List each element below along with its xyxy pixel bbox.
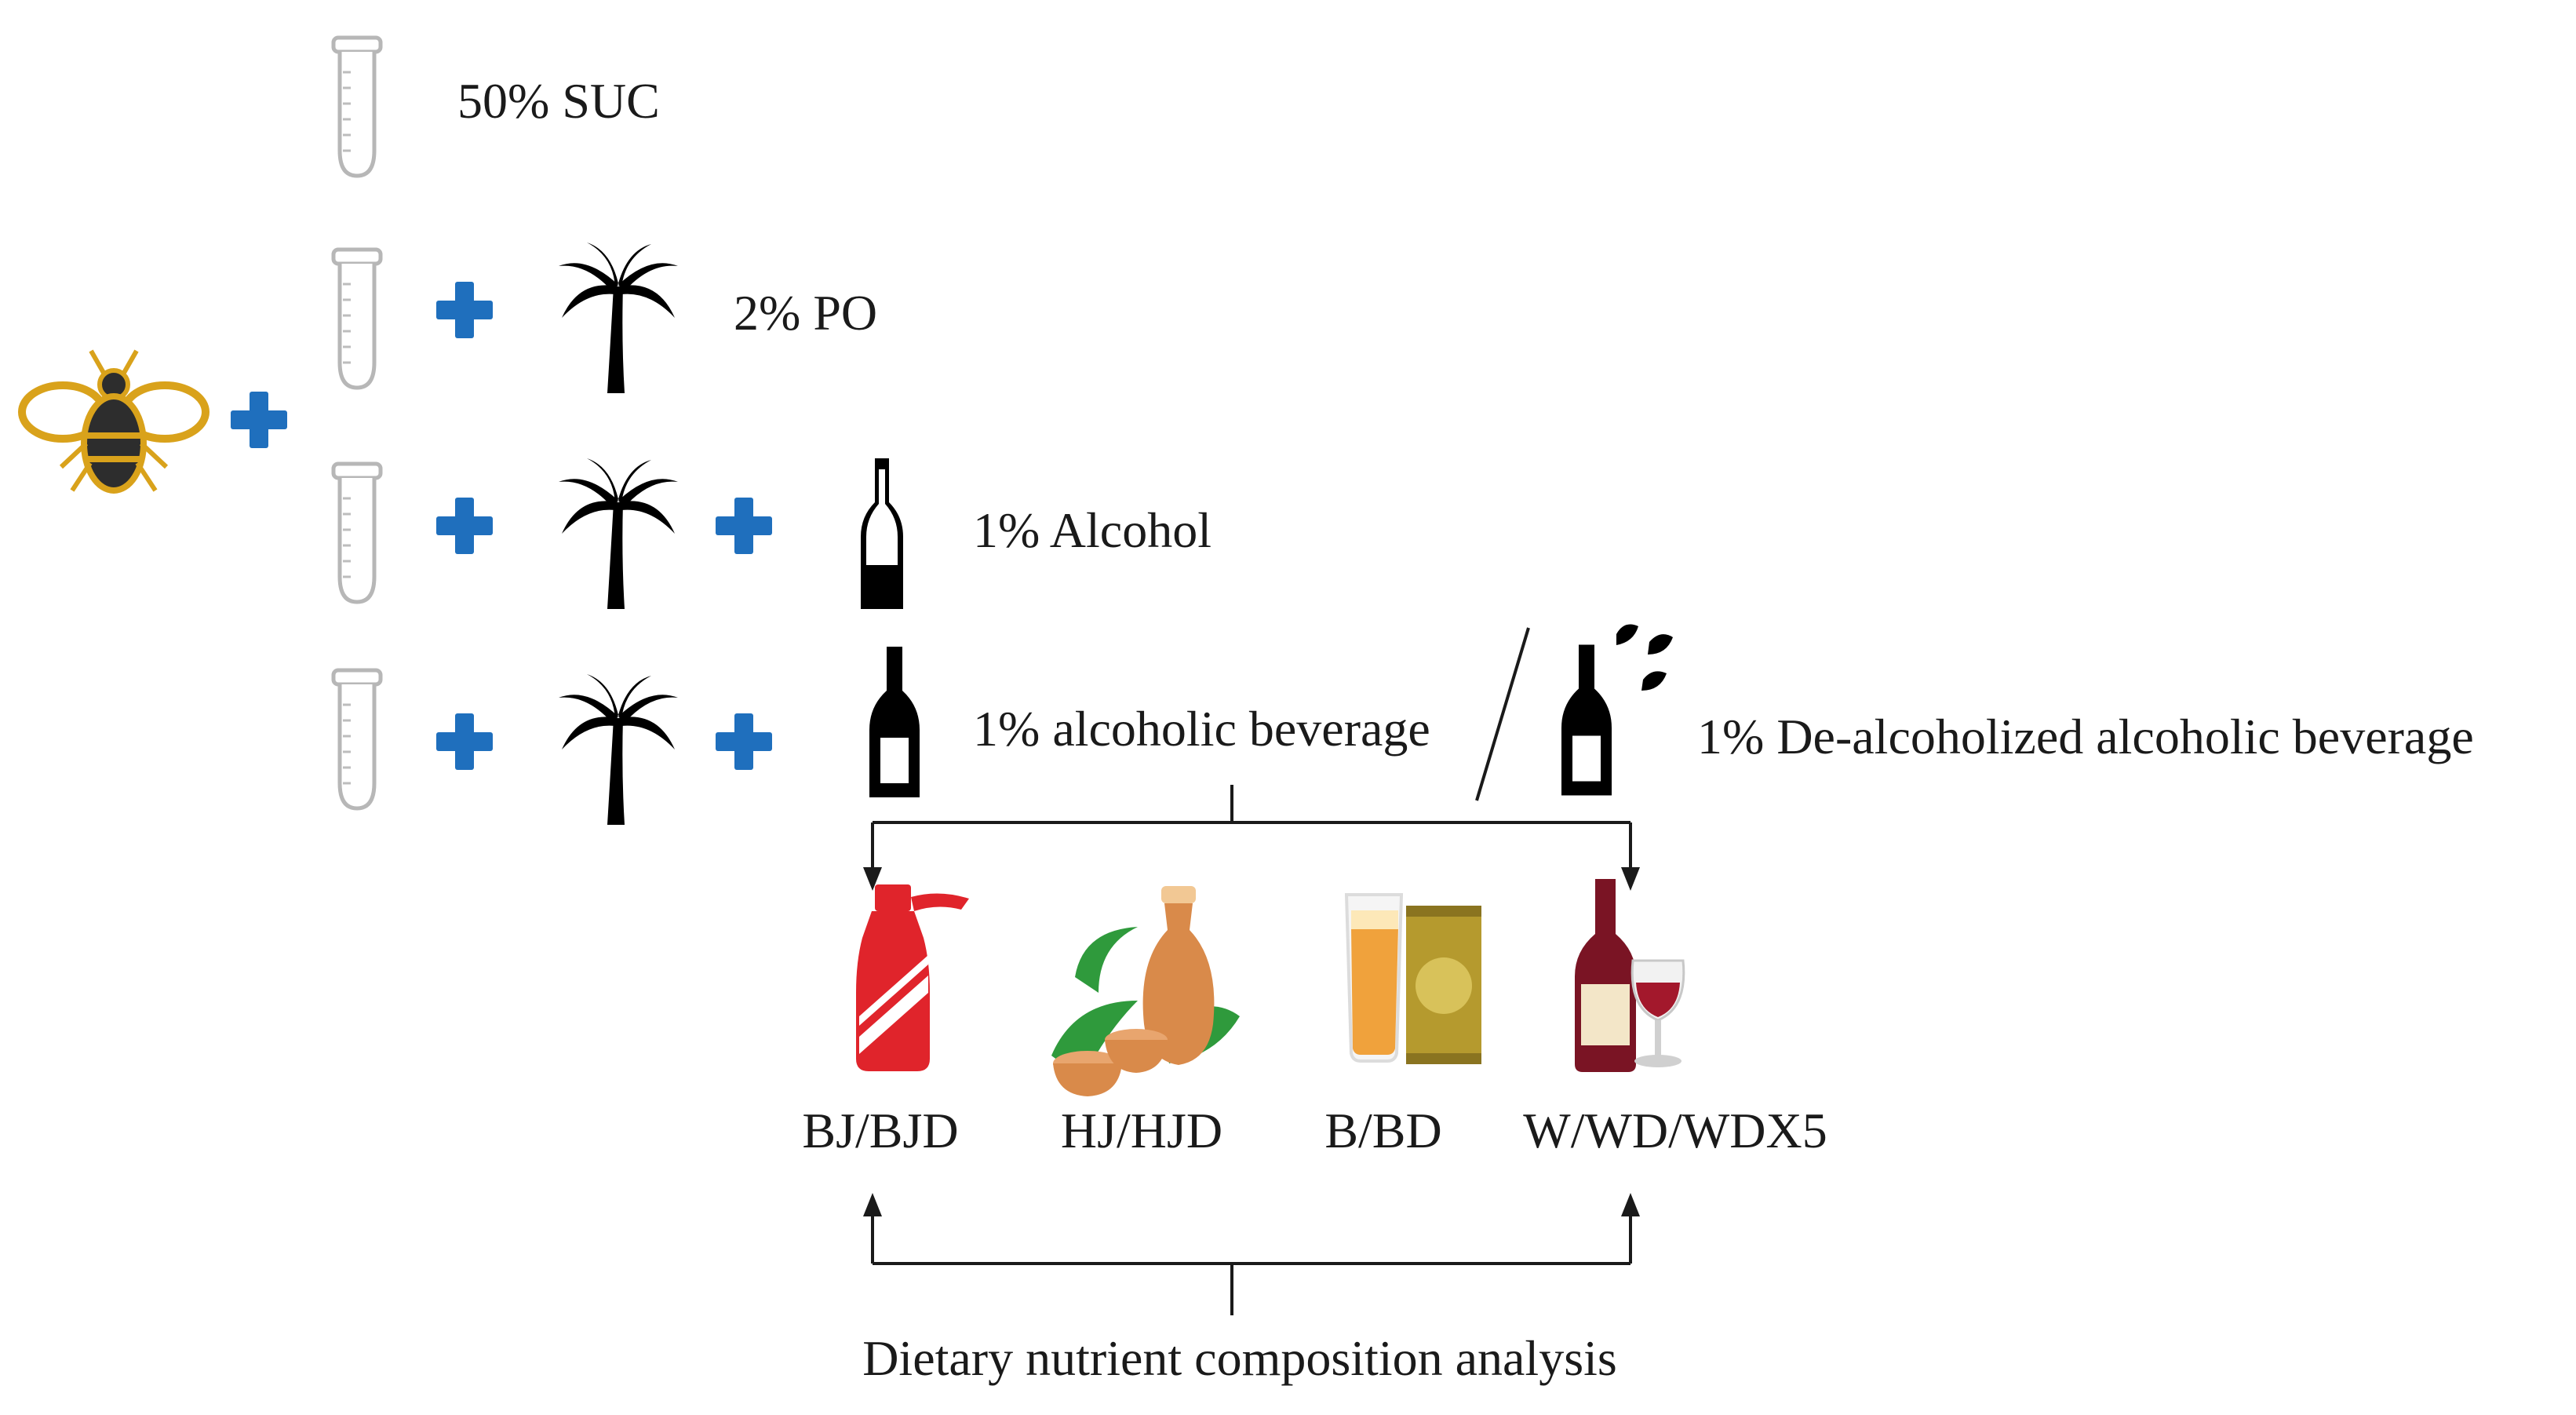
plus-icon xyxy=(436,498,493,554)
analysis-label: Dietary nutrient composition analysis xyxy=(862,1330,1617,1386)
alcohol-bottle-icon xyxy=(861,458,903,609)
plus-icon xyxy=(436,282,493,338)
wine-bottle-and-glass-icon xyxy=(1575,879,1685,1072)
row-label-po: 2% PO xyxy=(734,285,877,341)
plus-icon xyxy=(716,498,772,554)
arrow-up-right xyxy=(1621,1193,1640,1216)
dealcoholized-label: 1% De-alcoholized alcoholic beverage xyxy=(1697,709,2474,764)
huangjiu-jar-icon xyxy=(1051,886,1240,1096)
baijiu-bottle-icon xyxy=(856,884,969,1071)
plus-icon xyxy=(231,392,287,448)
beer-glass-and-can-icon xyxy=(1344,893,1481,1064)
palm-tree-icon xyxy=(559,243,678,393)
test-tube-icon xyxy=(333,464,381,602)
beverage-label-hj: HJ/HJD xyxy=(1061,1103,1222,1158)
test-tube-icon xyxy=(333,38,381,176)
row-label-alcohol: 1% Alcohol xyxy=(973,502,1211,558)
arrow-down-left xyxy=(863,867,882,891)
slash-separator xyxy=(1475,627,1530,801)
palm-tree-icon xyxy=(559,674,678,825)
dealcoholized-bottle-icon xyxy=(1561,624,1673,796)
test-tube-icon xyxy=(333,250,381,388)
arrow-up-left xyxy=(863,1193,882,1216)
plus-icon xyxy=(436,713,493,770)
bottle-icon xyxy=(869,647,920,797)
beverage-label-b: B/BD xyxy=(1324,1103,1441,1158)
row-label-beverage: 1% alcoholic beverage xyxy=(973,701,1430,757)
plus-icon xyxy=(716,713,772,770)
top-bracket-arrows xyxy=(871,785,1632,870)
arrow-down-right xyxy=(1621,867,1640,891)
beverage-label-bj: BJ/BJD xyxy=(802,1103,958,1158)
beverage-label-w: W/WD/WDX5 xyxy=(1523,1103,1827,1158)
test-tube-icon xyxy=(333,670,381,808)
bottom-bracket-arrows xyxy=(871,1215,1632,1315)
bee-icon xyxy=(18,349,210,494)
palm-tree-icon xyxy=(559,458,678,609)
row-label-suc: 50% SUC xyxy=(457,73,660,129)
